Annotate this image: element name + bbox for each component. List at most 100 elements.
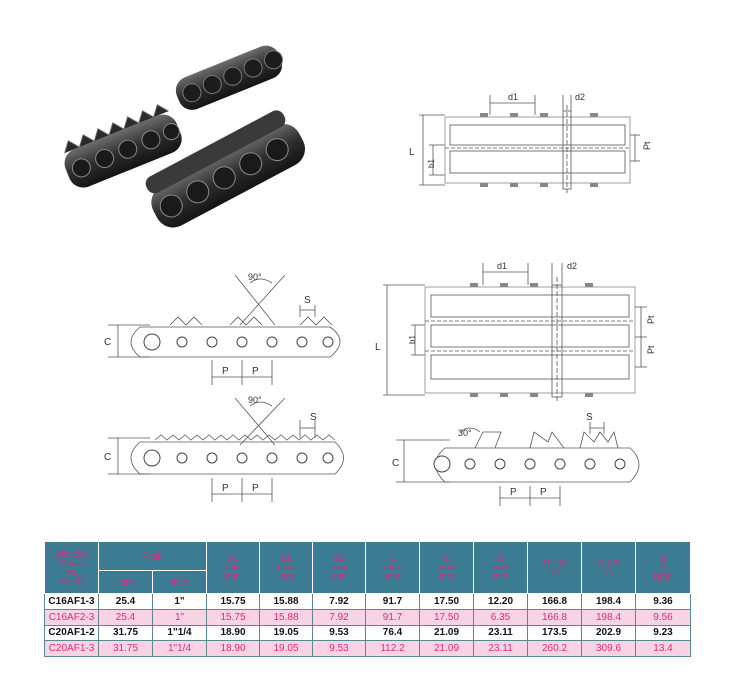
header-q: q≈kg/m	[635, 541, 692, 594]
table-cell: 17.50	[419, 608, 475, 626]
chain-photo	[64, 45, 305, 228]
dim-label-L: L	[409, 147, 415, 158]
table-cell: 166.8	[527, 608, 583, 626]
header-pitch-mm: mm	[98, 570, 153, 594]
dim-label-P1-right: P	[510, 487, 517, 498]
table-cell: 23.11	[473, 624, 529, 642]
dim-label-pt2-mid: Pt	[646, 345, 656, 354]
table-cell: 12.20	[473, 593, 529, 610]
table-cell: 7.92	[312, 593, 367, 610]
plan-view-middle: L b1 Pt Pt d1 d2	[375, 261, 656, 401]
dim-label-P1-lower: P	[222, 483, 229, 494]
table-cell: 260.2	[527, 640, 583, 657]
table-cell: 1"1/4	[151, 624, 208, 642]
table-cell: 21.09	[419, 640, 475, 657]
table-cell: 9.53	[312, 640, 367, 657]
dim-label-P2-upper: P	[252, 366, 259, 377]
dim-label-S-upper: S	[304, 295, 311, 306]
table-cell: 198.4	[581, 593, 637, 610]
dim-label-C-lower: C	[104, 452, 111, 463]
dim-label-pt1-mid: Pt	[646, 315, 656, 324]
chain-photo-toothed	[64, 104, 182, 188]
plan-view-top: L b1 Pt d1 d2	[409, 92, 652, 193]
table-cell: 15.75	[206, 593, 261, 610]
table-cell: 1"	[151, 608, 208, 626]
dim-label-P2-right: P	[540, 487, 547, 498]
table-cell: 309.6	[581, 640, 637, 657]
table-cell-chain-no: C16AF2-3	[44, 608, 99, 626]
dim-label-P2-lower: P	[252, 483, 259, 494]
table-cell: 76.4	[365, 624, 421, 642]
table-cell: 31.75	[98, 640, 153, 657]
side-view-lower: 90° C S P P	[104, 395, 344, 502]
table-cell: 6.35	[473, 608, 529, 626]
side-view-right: 30° C S P P	[392, 412, 640, 506]
table-cell: 23.11	[473, 640, 529, 657]
dim-label-S-lower: S	[310, 412, 317, 423]
table-cell: 21.09	[419, 624, 475, 642]
dim-label-d1-mid: d1	[497, 261, 507, 271]
header-pitch: Pitch	[97, 541, 208, 571]
side-view-upper: 90° C S P P	[104, 272, 341, 385]
dim-label-d1: d1	[508, 92, 518, 102]
table-cell: 112.2	[365, 640, 421, 657]
dim-label-C-upper: C	[104, 337, 111, 348]
table-cell: 17.50	[419, 593, 475, 610]
dim-label-L-mid: L	[375, 342, 381, 353]
table-cell: 9.36	[635, 593, 692, 610]
table-cell: 18.90	[206, 640, 261, 657]
dim-label-P1-upper: P	[222, 366, 229, 377]
table-cell: 1"1/4	[151, 640, 208, 657]
table-cell: 15.88	[259, 608, 314, 626]
table-cell: 19.05	[259, 624, 314, 642]
table-cell-chain-no: C20AF1-3	[44, 640, 99, 657]
table-cell: 15.88	[259, 593, 314, 610]
table-cell: 173.5	[527, 624, 583, 642]
chain-photo-small	[175, 45, 283, 110]
dim-label-b1-mid: b1	[408, 335, 417, 344]
table-cell: 9.56	[635, 608, 692, 626]
table-cell: 91.7	[365, 608, 421, 626]
dim-label-pt: Pt	[642, 141, 652, 150]
table-cell: 9.53	[312, 624, 367, 642]
table-cell: 15.75	[206, 608, 261, 626]
chain-photo-large	[145, 110, 305, 228]
dim-label-C-right: C	[392, 458, 399, 469]
table-cell-chain-no: C20AF1-2	[44, 624, 99, 642]
dim-label-d2: d2	[575, 92, 585, 102]
table-cell: 31.75	[98, 624, 153, 642]
table-cell: 25.4	[98, 593, 153, 610]
table-cell: 25.4	[98, 608, 153, 626]
angle-label-upper: 90°	[248, 272, 262, 282]
dim-label-d2-mid: d2	[567, 261, 577, 271]
angle-label-right: 30°	[458, 428, 472, 438]
table-cell: 202.9	[581, 624, 637, 642]
table-cell: 7.92	[312, 608, 367, 626]
table-cell: 198.4	[581, 608, 637, 626]
dim-label-b1: b1	[427, 159, 436, 168]
angle-label-lower: 90°	[248, 395, 262, 405]
table-cell: 1"	[151, 593, 208, 610]
header-pitch-inch: inch	[151, 570, 208, 594]
dim-label-S-right: S	[586, 412, 593, 423]
table-cell: 9.23	[635, 624, 692, 642]
table-cell-chain-no: C16AF1-3	[44, 593, 99, 610]
table-cell: 18.90	[206, 624, 261, 642]
table-cell: 19.05	[259, 640, 314, 657]
table-cell: 166.8	[527, 593, 583, 610]
table-cell: 13.4	[635, 640, 692, 657]
